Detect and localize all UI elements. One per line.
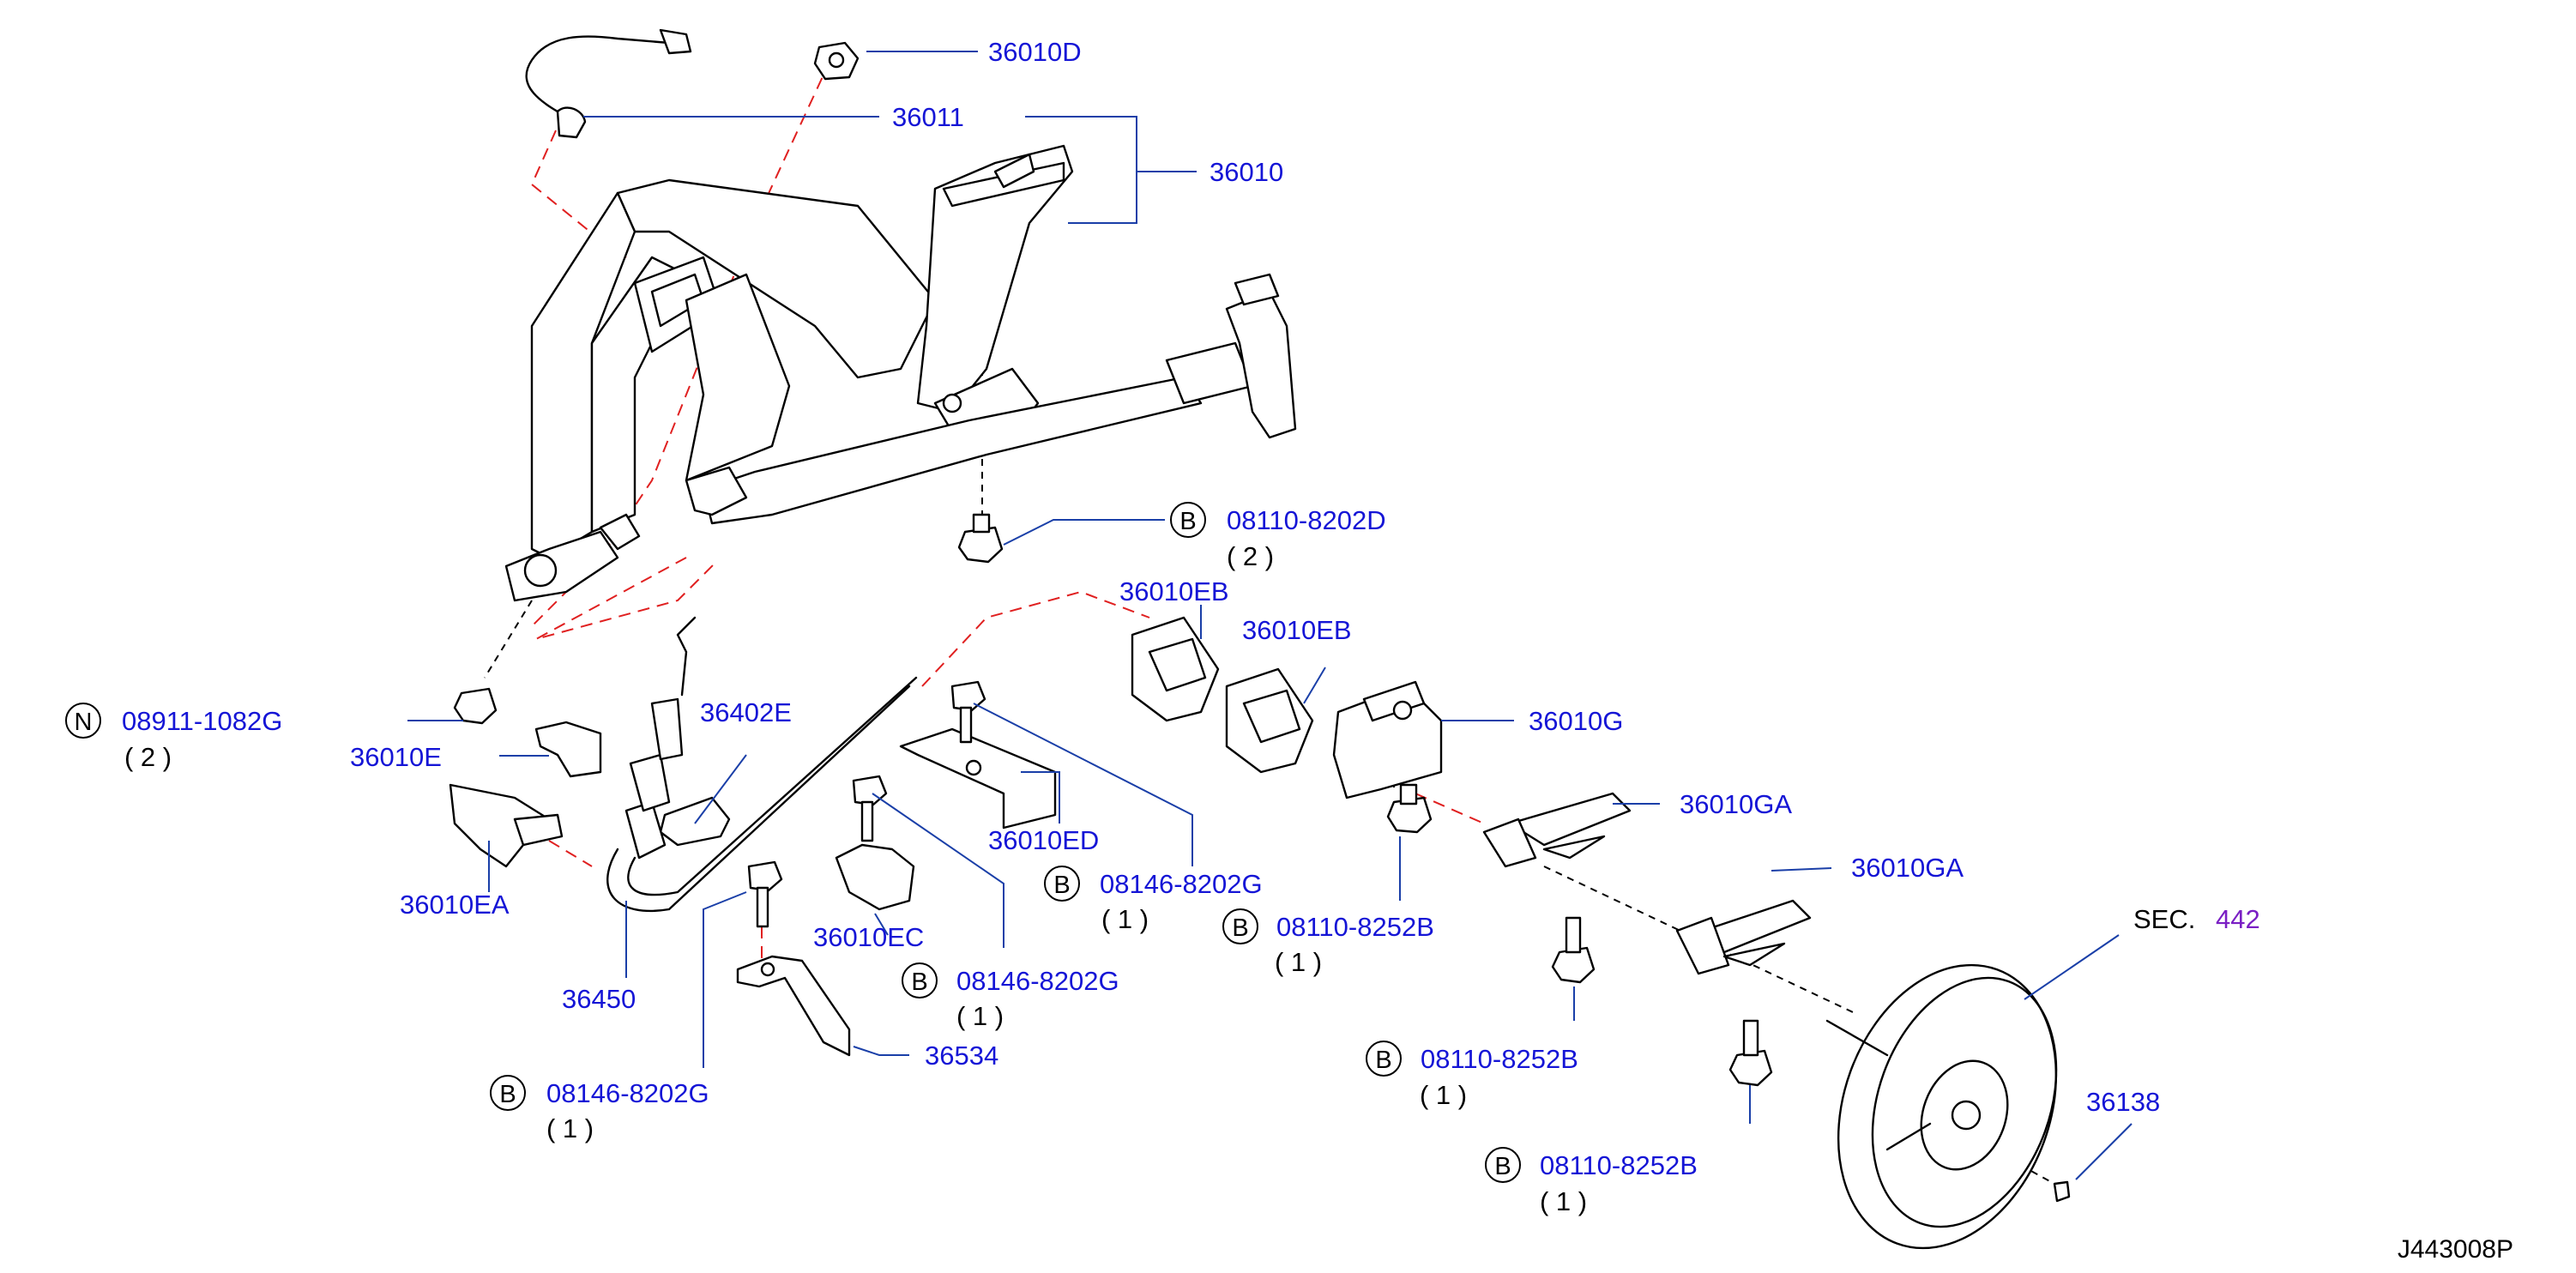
bracket-36010ED-shape <box>899 727 1057 830</box>
circled-prefixes: B N B B B B B B <box>65 502 1521 1183</box>
label-08110-8252B-2: 08110-8252B <box>1421 1044 1578 1074</box>
label-36010: 36010 <box>1210 157 1283 187</box>
label-36010G: 36010G <box>1529 706 1623 736</box>
leader-lines <box>407 51 2133 1180</box>
qty-08146-8202G-2: ( 1 ) <box>956 1001 1004 1031</box>
label-08110-8252B-1: 08110-8252B <box>1276 912 1434 942</box>
prefix-b-08146-8202G-1: B <box>1053 872 1070 899</box>
prefix-b-08110-8252B-2: B <box>1375 1047 1391 1074</box>
clips-36010EB-shape <box>1131 616 1314 774</box>
release-rod-t-handle <box>685 273 1297 525</box>
prefix-b-08146-8202G-2: B <box>911 968 927 996</box>
brake-booster-shape <box>1825 963 2071 1250</box>
prefix-b-08146-8202G-3: B <box>499 1081 516 1108</box>
prefix-n-08911-1082G: N <box>75 709 93 736</box>
qty-08110-8252B-1: ( 1 ) <box>1275 947 1322 977</box>
front-cable-36450-shape <box>606 616 918 913</box>
label-36010EA: 36010EA <box>400 890 510 920</box>
label-08146-8202G-1: 08146-8202G <box>1100 869 1263 899</box>
retainers-36010GA-shapes <box>1482 792 1812 975</box>
bolt-08110-8202D-shape <box>957 513 1004 564</box>
label-08146-8202G-3: 08146-8202G <box>546 1078 709 1108</box>
section-prefix: SEC. <box>2133 904 2195 934</box>
bracket-36534-shape <box>736 955 851 1057</box>
label-08146-8202G-2: 08146-8202G <box>956 966 1119 996</box>
clip-36010E-shape <box>534 721 602 778</box>
label-08110-8252B-3: 08110-8252B <box>1540 1150 1698 1180</box>
nut-08911-1082G-shape <box>453 687 498 725</box>
clip-36010EA-shape <box>449 783 564 868</box>
label-36010EB-1: 36010EB <box>1119 576 1229 606</box>
label-08110-8202D: 08110-8202D <box>1227 505 1386 535</box>
label-36010GA-1: 36010GA <box>1680 789 1792 819</box>
parking-brake-switch-harness <box>525 28 692 139</box>
qty-08911-1082G: ( 2 ) <box>124 742 172 772</box>
section-number-link[interactable]: 442 <box>2216 904 2260 934</box>
clip-36402E-shape <box>659 796 731 847</box>
label-36010E: 36010E <box>350 742 442 772</box>
bracket-36010EC-shape <box>835 843 915 911</box>
qty-08110-8252B-2: ( 1 ) <box>1420 1080 1467 1110</box>
label-36402E: 36402E <box>700 697 792 727</box>
qty-08110-8202D: ( 2 ) <box>1227 541 1274 571</box>
bracket-36010G-shape <box>1332 680 1443 799</box>
drawing-code: J443008P <box>2398 1235 2513 1264</box>
qty-08146-8202G-3: ( 1 ) <box>546 1113 594 1143</box>
qty-08110-8252B-3: ( 1 ) <box>1540 1186 1587 1216</box>
label-36138: 36138 <box>2086 1087 2160 1117</box>
section-reference: SEC. 442 <box>2133 904 2260 934</box>
prefix-b-08110-8252B-3: B <box>1494 1153 1511 1180</box>
nut-36010D-shape <box>813 41 860 81</box>
label-36010EB-2: 36010EB <box>1242 615 1352 645</box>
prefix-b-08110-8252B-1: B <box>1232 914 1248 942</box>
label-36010D: 36010D <box>988 37 1082 67</box>
qty-08146-8202G-1: ( 1 ) <box>1101 904 1149 934</box>
label-36010GA-2: 36010GA <box>1851 853 1964 883</box>
label-36011: 36011 <box>892 102 964 132</box>
label-08911-1082G: 08911-1082G <box>122 706 282 736</box>
label-36010EC: 36010EC <box>813 922 924 952</box>
prefix-b-08110-8202D: B <box>1179 508 1196 535</box>
label-36010ED: 36010ED <box>988 825 1099 855</box>
label-36534: 36534 <box>925 1041 998 1071</box>
label-36450: 36450 <box>562 984 636 1014</box>
part-labels: 36010D 36011 36010 08110-8202D ( 2 ) 360… <box>122 37 2160 1216</box>
bolts-08110-8252B-shapes <box>1386 783 1773 1087</box>
